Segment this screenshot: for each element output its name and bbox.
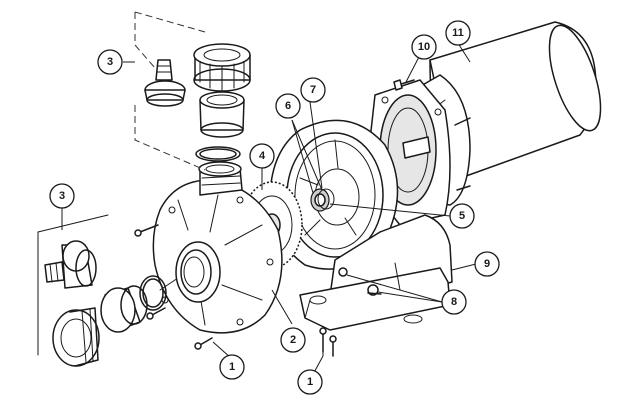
housing-bolts bbox=[134, 224, 213, 350]
callout-3-top-label: 3 bbox=[107, 56, 113, 68]
callout-4: 4 bbox=[249, 143, 275, 169]
callout-6: 6 bbox=[275, 93, 301, 119]
callout-7: 7 bbox=[300, 77, 326, 103]
callout-11: 11 bbox=[445, 20, 471, 46]
mechanical-seal bbox=[310, 188, 335, 212]
callout-2-label: 2 bbox=[290, 334, 296, 346]
callout-3-top: 3 bbox=[97, 49, 123, 75]
callout-8: 8 bbox=[441, 289, 467, 315]
callout-5-label: 5 bbox=[459, 210, 465, 222]
callout-6-label: 6 bbox=[285, 100, 291, 112]
motor-bolt bbox=[393, 79, 415, 91]
callout-5: 5 bbox=[449, 203, 475, 229]
callout-9: 9 bbox=[474, 251, 500, 277]
callout-4-label: 4 bbox=[259, 150, 266, 162]
callout-1-base-label: 1 bbox=[307, 376, 313, 388]
callout-1-base: 1 bbox=[297, 369, 323, 395]
callout-3-front-label: 3 bbox=[59, 190, 65, 202]
top-union-kit bbox=[134, 11, 251, 171]
callout-2: 2 bbox=[280, 327, 306, 353]
callout-1-housing: 1 bbox=[219, 354, 245, 380]
callout-10-label: 10 bbox=[418, 41, 430, 53]
callout-3-front: 3 bbox=[49, 183, 75, 209]
callout-9-label: 9 bbox=[484, 258, 490, 270]
callout-1-housing-label: 1 bbox=[229, 361, 235, 373]
pump-housing bbox=[152, 161, 283, 334]
front-union-kit bbox=[37, 214, 167, 367]
callout-10: 10 bbox=[411, 34, 437, 60]
callout-11-label: 11 bbox=[452, 27, 464, 39]
callout-8-label: 8 bbox=[451, 296, 457, 308]
base-mount-bolts bbox=[319, 327, 337, 357]
base-bolts bbox=[338, 267, 382, 296]
callout-7-label: 7 bbox=[310, 84, 316, 96]
